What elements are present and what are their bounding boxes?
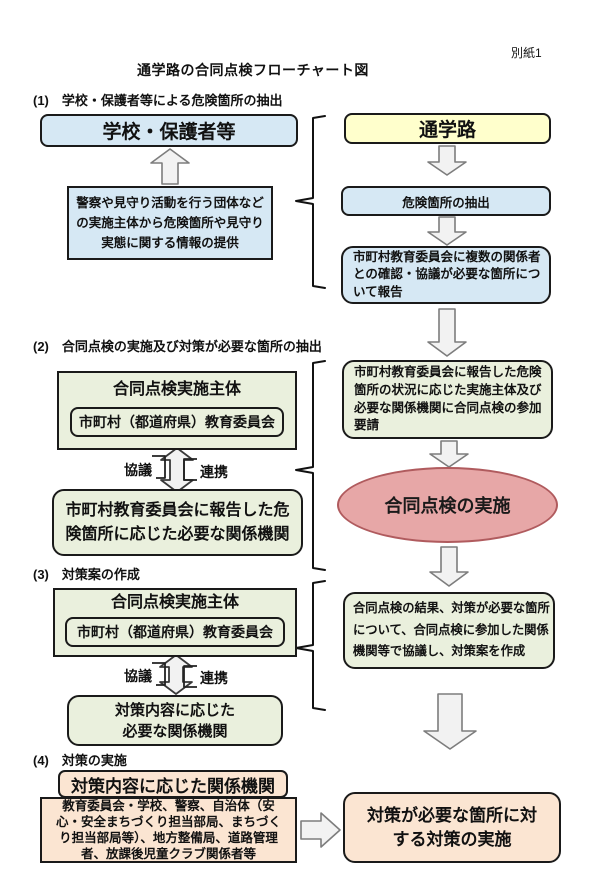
watch-info-box: 警察や見守り活動を行う団体など の実施主体から危険箇所や見守り 実態に関する情報… [67,186,273,260]
section4-heading: (4) 対策の実施 [33,753,127,768]
hook-s2-kyogi [152,455,166,479]
s2-related-orgs-box: 市町村教育委員会に報告した危 険箇所に応じた必要な関係機関 [52,489,303,556]
section2-heading: (2) 合同点検の実施及び対策が必要な箇所の抽出 [33,339,322,354]
s2-subject-title: 合同点検実施主体 [112,381,241,398]
s3-inspection-subject-box: 合同点検実施主体 市町村（都道府県）教育委員会 [53,588,297,657]
section3-heading: (3) 対策案の作成 [33,567,140,582]
right-arrow-org-to-result [300,812,341,848]
s3-education-board-box: 市町村（都道府県）教育委員会 [65,617,285,648]
s3-subject-title: 合同点検実施主体 [110,594,239,611]
down-arrow-inspection-to-plan [429,546,469,587]
section1-heading: (1) 学校・保護者等による危険箇所の抽出 [33,93,283,108]
brace-section2 [295,360,326,571]
hook-s3-kyogi [152,662,166,686]
participation-request-box: 市町村教育委員会に報告した危険 箇所の状況に応じた実施主体及び 必要な関係機関に… [342,360,553,439]
s4-org-header-box: 対策内容に応じた関係機関 [58,770,288,798]
down-arrow-route-to-extract [427,145,467,176]
school-parents-box: 学校・保護者等 [40,114,298,147]
report-to-board-box: 市町村教育委員会に複数の関係者 との確認・協議が必要な箇所につ いて報告 [341,246,551,304]
hook-s3-renkei [183,665,197,688]
s4-result-box: 対策が必要な箇所に対 する対策の実施 [343,792,561,863]
school-route-box: 通学路 [344,113,551,144]
attachment-label: 別紙1 [511,46,542,60]
danger-extract-box: 危険箇所の抽出 [341,186,551,216]
countermeasure-plan-box: 合同点検の結果、対策が必要な箇所 について、合同点検に参加した関係 機関等で協議… [343,592,555,669]
s3-renkei-label: 連携 [200,670,228,686]
joint-inspection-ellipse: 合同点検の実施 [337,467,558,543]
down-arrow-report-to-request [427,308,467,357]
page-title: 通学路の合同点検フローチャート図 [137,62,369,78]
s4-org-list-box: 教育委員会・学校、警察、自治体（安 心・安全まちづくり担当部局、まちづく り担当… [40,797,297,863]
hook-s2-renkei [183,458,197,481]
s2-inspection-subject-box: 合同点検実施主体 市町村（都道府県）教育委員会 [57,371,297,450]
s2-renkei-label: 連携 [200,464,228,480]
down-arrow-plan-to-result [423,693,477,750]
brace-section3 [295,580,326,711]
up-arrow-info-to-school [150,148,190,185]
down-arrow-extract-to-report [427,216,467,246]
down-arrow-request-to-inspection [429,440,469,468]
s2-education-board-box: 市町村（都道府県）教育委員会 [70,407,284,438]
s3-related-orgs-box: 対策内容に応じた 必要な関係機関 [67,695,283,746]
s3-kyogi-label: 協議 [124,668,152,684]
s2-kyogi-label: 協議 [124,462,152,478]
brace-section1 [295,115,326,289]
